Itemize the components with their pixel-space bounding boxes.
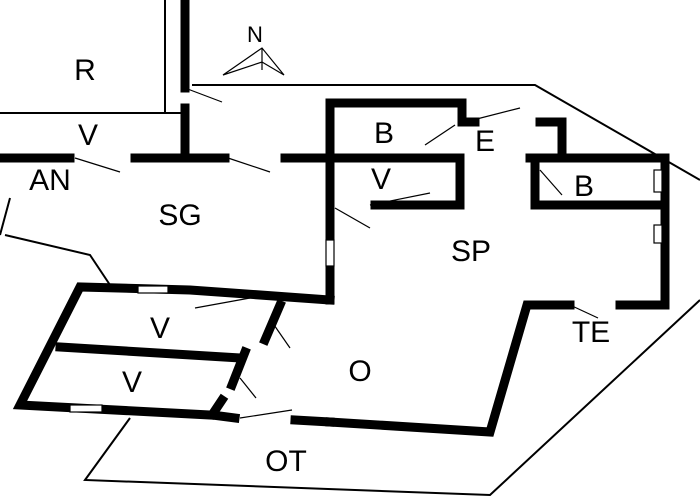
room-label-v-lower2: V — [122, 366, 142, 399]
right-terrace-boundary — [83, 299, 700, 497]
wall-lower-v-divider — [55, 342, 245, 363]
left-boundary-line — [0, 197, 11, 236]
room-label-b-left: B — [374, 117, 394, 150]
room-label-o: O — [348, 355, 371, 388]
door-sp-left-leaf — [334, 207, 371, 229]
door-ot-leaf — [239, 409, 293, 419]
door-lower-top-leaf — [194, 297, 251, 309]
wall-sp-bottom — [325, 300, 575, 437]
room-label-v-mid: V — [371, 163, 391, 196]
left-diagonal-line — [4, 234, 111, 286]
room-label-e: E — [475, 125, 495, 158]
room-label-v-lower1: V — [150, 312, 170, 345]
wall-o-bottom — [290, 415, 335, 427]
north-arrow: N — [222, 22, 285, 76]
wall-e-right — [535, 117, 567, 163]
room-label-b-right: B — [574, 170, 594, 203]
wall-b-right-block — [525, 153, 670, 310]
room-label-ot: OT — [265, 445, 307, 478]
door-v-mid-leaf — [369, 192, 431, 206]
door-o-leaf-2 — [239, 377, 257, 399]
door-e-leaf — [464, 107, 521, 123]
door-sg-leaf — [227, 157, 271, 173]
wall-lower-v-right-3 — [204, 393, 241, 424]
room-label-an: AN — [29, 164, 71, 197]
room-label-sp: SP — [451, 235, 491, 268]
north-arrow-icon — [222, 47, 285, 76]
window-right-mid — [653, 224, 663, 244]
door-r-hall-leaf — [184, 87, 223, 103]
room-label-sg: SG — [158, 199, 201, 232]
window-lower-bottom — [69, 404, 103, 413]
north-label: N — [247, 22, 263, 47]
door-b-leaf — [424, 124, 456, 146]
door-b-right-leaf — [539, 169, 563, 196]
room-label-te: TE — [572, 316, 610, 349]
door-o-leaf-1 — [271, 321, 291, 349]
window-right-top — [653, 169, 663, 193]
window-lower-top — [137, 285, 169, 294]
door-an-leaf — [74, 157, 121, 173]
room-label-v-top: V — [78, 119, 98, 152]
wall-b-v-divider — [330, 153, 465, 210]
room-label-r: R — [74, 54, 96, 87]
wall-b-right-inner — [530, 157, 665, 210]
door-te-leaf — [569, 304, 599, 319]
outer-boundary-line — [192, 84, 700, 181]
wall-b-block-top — [325, 98, 467, 127]
window-left-sp — [325, 239, 335, 267]
wall-lower-v-right-2 — [226, 346, 251, 391]
